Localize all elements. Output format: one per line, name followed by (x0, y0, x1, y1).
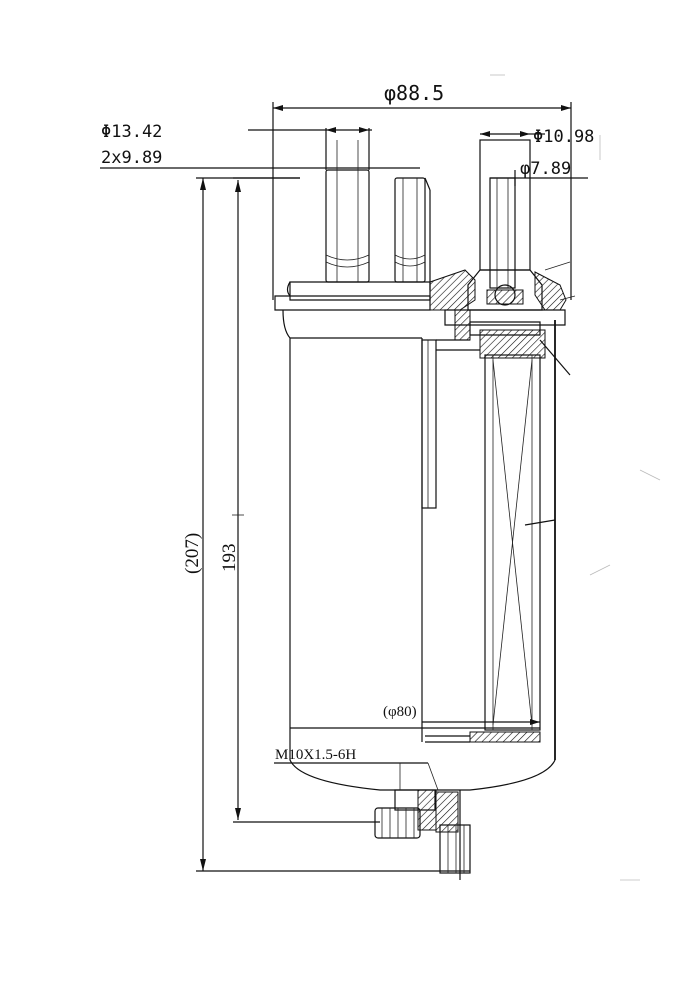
height-body-label: 193 (219, 544, 240, 573)
outlet-fitting (429, 139, 576, 376)
top-cap (274, 281, 431, 339)
diameter-outlet-outer-label: Φ10.98 (533, 127, 594, 147)
dimension-height-body: 193 (219, 177, 380, 823)
inlet-count-label: 2x9.89 (101, 148, 162, 168)
filter-cartridge (425, 354, 556, 743)
dimension-inlet: Φ13.42 2x9.89 (100, 122, 420, 169)
diameter-inlet-label: Φ13.42 (101, 122, 162, 142)
diameter-outlet-inner-label: φ7.89 (520, 159, 571, 179)
inlet-tube-right (394, 177, 431, 290)
height-total-label: (207) (182, 533, 203, 574)
scan-artifacts (490, 74, 661, 881)
dimension-overall-diameter: φ88.5 (272, 81, 572, 300)
bottom-dome (289, 730, 556, 791)
inlet-tube-left (325, 140, 370, 283)
dimension-body-diameter: (φ80) (383, 704, 540, 725)
diameter-overall-label: φ88.5 (384, 81, 444, 105)
thread-callout: M10X1.5-6H (274, 747, 439, 791)
body-cylinder (289, 320, 556, 760)
diameter-body-label: (φ80) (383, 704, 417, 720)
thread-spec-label: M10X1.5-6H (275, 747, 356, 763)
drain-plug (374, 789, 471, 880)
dimension-outlet: Φ10.98 φ7.89 (480, 127, 594, 186)
